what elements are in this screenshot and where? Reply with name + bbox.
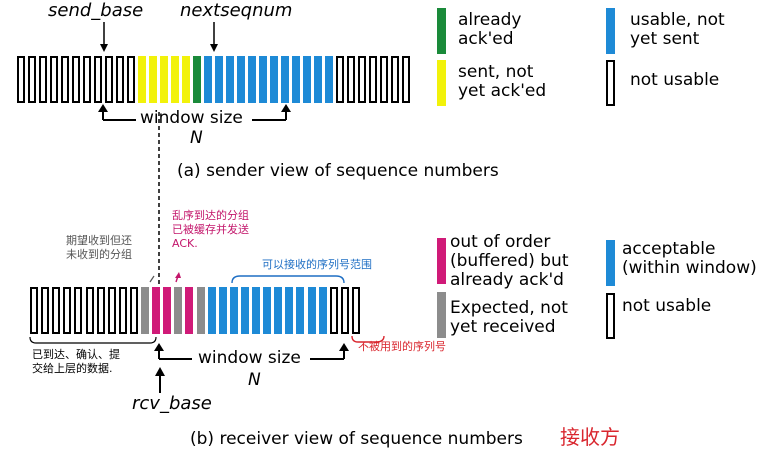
seq-slot (105, 56, 113, 103)
seq-slot (285, 287, 294, 334)
annotation-acceptable-range: 可以接收的序列号范围 (262, 258, 372, 271)
seq-slot (152, 287, 161, 334)
seq-slot (229, 287, 238, 334)
seq-slot (292, 56, 300, 103)
receiver-n-label: N (248, 370, 261, 390)
seq-slot (193, 56, 201, 103)
legend-outoforder-text: out of order (buffered) but already ack'… (450, 232, 569, 291)
seq-slot (74, 287, 83, 334)
seq-slot (329, 287, 338, 334)
sender-caption: (a) sender view of sequence numbers (177, 161, 499, 181)
seq-slot (237, 56, 245, 103)
seq-slot (72, 56, 80, 103)
annotation-out-of-order-acked: 乱序到达的分组 已被缓存并发送 ACK. (172, 209, 249, 250)
seq-slot (61, 56, 69, 103)
seq-slot (171, 56, 179, 103)
receiver-caption: (b) receiver view of sequence numbers (190, 429, 523, 449)
seq-slot (358, 56, 366, 103)
seq-slot (240, 287, 249, 334)
seq-slot (138, 56, 146, 103)
seq-slot (149, 56, 157, 103)
seq-slot (118, 287, 127, 334)
seq-slot (259, 56, 267, 103)
seq-slot (252, 287, 260, 334)
legend-sent-text: sent, not yet ack'ed (458, 62, 547, 101)
seq-slot (248, 56, 256, 103)
seq-slot (116, 56, 124, 103)
sender-n-label: N (190, 128, 203, 148)
seq-slot (160, 56, 168, 103)
seq-slot (30, 287, 38, 334)
seq-slot (274, 287, 283, 334)
seq-slot (380, 56, 388, 103)
legend-notusable-swatch (606, 60, 615, 106)
seq-slot (196, 287, 205, 334)
legend-expected-swatch (437, 292, 446, 338)
seq-slot (318, 287, 327, 334)
seq-slot (129, 287, 138, 334)
seq-slot (215, 56, 223, 103)
seq-slot (369, 56, 377, 103)
legend-usable-text: usable, not yet sent (630, 10, 725, 49)
seq-slot (127, 56, 135, 103)
seq-slot (17, 56, 25, 103)
seq-slot (325, 56, 333, 103)
seq-slot (263, 287, 272, 334)
legend-acceptable-text: acceptable (within window) (622, 239, 757, 278)
annotation-unusable-seq: 不被用到的序列号 (358, 340, 446, 353)
seq-slot (85, 287, 94, 334)
seq-slot (182, 56, 190, 103)
seq-slot (41, 287, 50, 334)
seq-slot (174, 287, 183, 334)
seq-slot (96, 287, 105, 334)
rcv-base-label: rcv_base (132, 393, 212, 414)
seq-slot (296, 287, 305, 334)
legend-rcv-notusable-swatch (606, 293, 615, 339)
seq-slot (39, 56, 47, 103)
seq-slot (340, 287, 349, 334)
seq-slot (94, 56, 102, 103)
seq-slot (185, 287, 194, 334)
legend-acked-swatch (437, 8, 446, 54)
receiver-caption-note: 接收方 (560, 425, 620, 449)
seq-slot (314, 56, 322, 103)
seq-slot (347, 56, 355, 103)
legend-outoforder-swatch (437, 238, 446, 284)
seq-slot (303, 56, 311, 103)
seq-slot (52, 287, 61, 334)
seq-slot (218, 287, 227, 334)
seq-slot (63, 287, 72, 334)
seq-slot (391, 56, 399, 103)
legend-rcv-notusable-text: not usable (622, 296, 712, 316)
legend-expected-text: Expected, not yet received (450, 298, 568, 337)
annotation-acked-delivered: 已到达、确认、提 交给上层的数据. (32, 348, 120, 375)
annotation-expected-not-received: 期望收到但还 未收到的分组 (66, 234, 132, 261)
sender-window-size-label: window size (140, 108, 243, 128)
seq-slot (163, 287, 172, 334)
legend-usable-swatch (606, 8, 615, 54)
seq-slot (207, 287, 216, 334)
seq-slot (141, 287, 149, 334)
legend-acceptable-swatch (606, 240, 615, 286)
seq-slot (351, 287, 360, 334)
seq-slot (83, 56, 91, 103)
receiver-window-size-label: window size (198, 348, 301, 368)
seq-slot (28, 56, 36, 103)
nextseqnum-label: nextseqnum (180, 0, 293, 21)
seq-slot (402, 56, 410, 103)
legend-notusable-text: not usable (630, 70, 720, 90)
seq-slot (270, 56, 278, 103)
seq-slot (226, 56, 234, 103)
seq-slot (50, 56, 58, 103)
seq-slot (307, 287, 316, 334)
seq-slot (204, 56, 212, 103)
seq-slot (281, 56, 289, 103)
seq-slot (107, 287, 116, 334)
seq-slot (336, 56, 344, 103)
legend-sent-swatch (437, 60, 446, 106)
send-base-label: send_base (48, 0, 144, 21)
legend-acked-text: already ack'ed (458, 10, 522, 49)
